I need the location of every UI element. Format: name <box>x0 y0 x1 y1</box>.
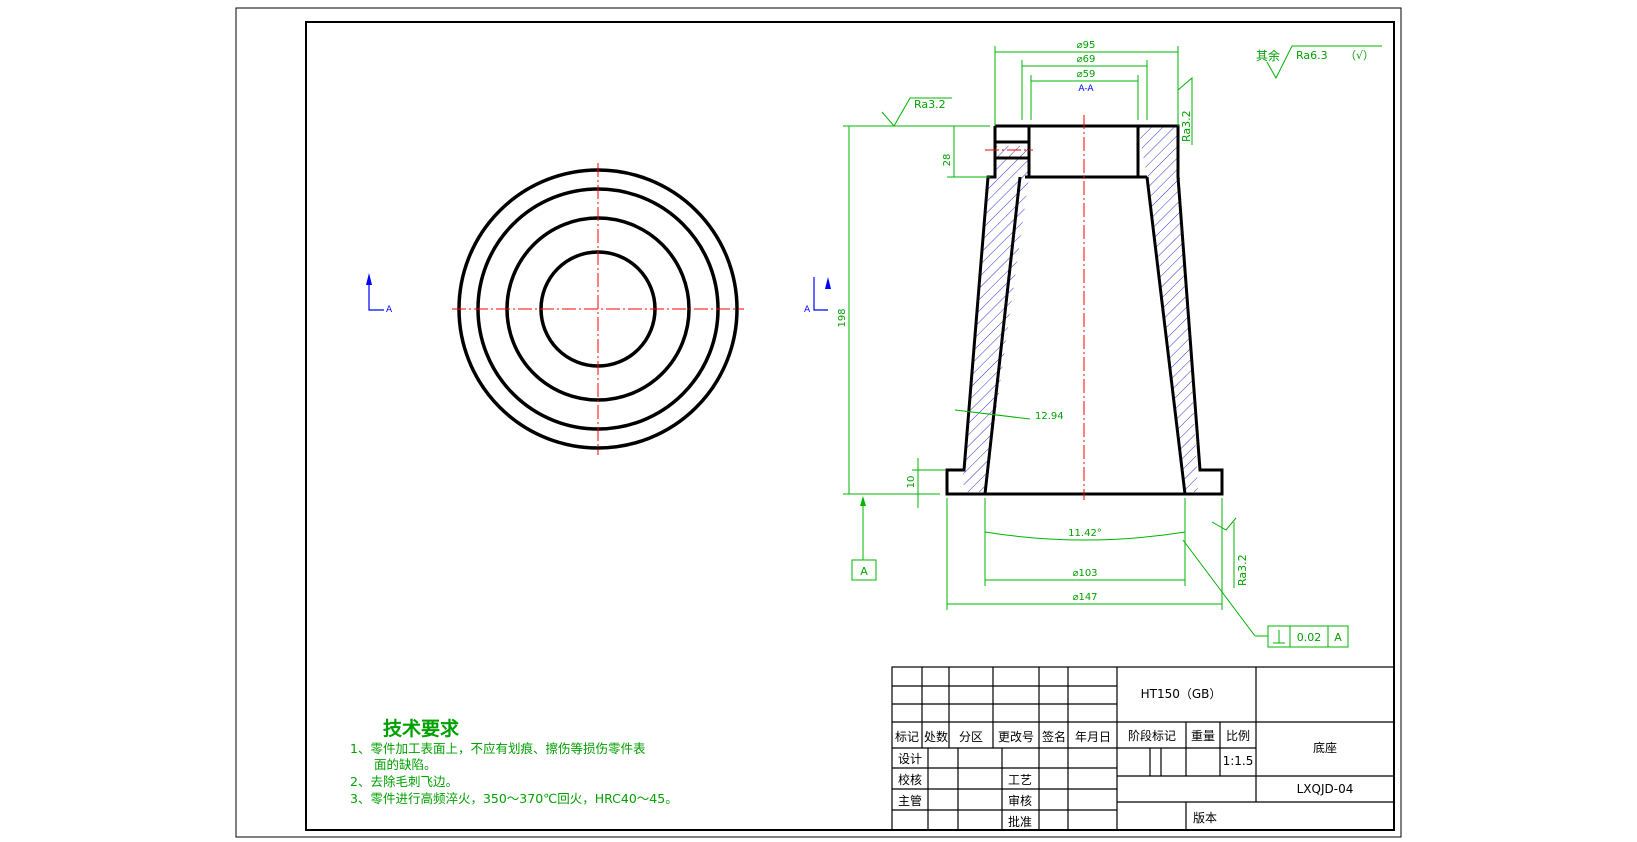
svg-text:设计: 设计 <box>898 752 922 766</box>
right-wall-hatch <box>1147 177 1198 492</box>
svg-text:比例: 比例 <box>1226 729 1250 743</box>
svg-text:0.02: 0.02 <box>1297 631 1322 644</box>
dim-d95: ⌀95 <box>1077 40 1096 51</box>
svg-text:年月日: 年月日 <box>1075 730 1111 744</box>
dim-angle: 11.42° <box>1068 528 1102 539</box>
dim-wall: 12.94 <box>1035 411 1064 422</box>
perpendicularity-frame: 0.02 A <box>1182 539 1349 648</box>
section-mark-left: A <box>366 273 393 315</box>
outer-border <box>235 7 1402 838</box>
svg-text:审核: 审核 <box>1008 793 1032 808</box>
part-name: 底座 <box>1313 740 1337 755</box>
left-wall-hatch <box>963 177 1029 492</box>
section-view <box>945 115 1224 500</box>
svg-text:Ra3.2: Ra3.2 <box>1236 554 1249 586</box>
dim-d69: ⌀69 <box>1077 54 1096 65</box>
svg-text:签名: 签名 <box>1042 729 1066 744</box>
svg-text:Ra6.3: Ra6.3 <box>1296 49 1328 62</box>
top-right-hatch <box>1138 126 1178 177</box>
svg-text:工艺: 工艺 <box>1008 773 1032 787</box>
svg-text:2、去除毛刺飞边。: 2、去除毛刺飞边。 <box>350 774 458 789</box>
tech-title: 技术要求 <box>383 717 460 740</box>
section-label: A-A <box>1078 84 1094 94</box>
svg-text:分区: 分区 <box>959 730 983 744</box>
svg-text:A: A <box>386 305 393 315</box>
inner-frame <box>305 21 1395 831</box>
svg-text:更改号: 更改号 <box>998 730 1034 744</box>
svg-text:批准: 批准 <box>1008 814 1032 829</box>
section-mark-right: A <box>804 277 831 315</box>
svg-text:重量: 重量 <box>1191 729 1215 743</box>
dim-d59: ⌀59 <box>1077 69 1096 80</box>
svg-text:A: A <box>1334 631 1342 644</box>
dim-10: 10 <box>906 476 917 489</box>
svg-text:处数: 处数 <box>924 729 948 744</box>
dimensions: ⌀95 ⌀69 ⌀59 A-A 198 28 10 12.94 11.42° <box>837 40 1223 610</box>
title-block-text: HT150（GB） 底座 LXQJD-04 1:1.5 标记 处数 分区 更改号… <box>895 687 1353 829</box>
svg-text:3、零件进行高频淬火，350～370℃回火，HRC40～45: 3、零件进行高频淬火，350～370℃回火，HRC40～45。 <box>350 791 678 806</box>
dim-198: 198 <box>837 308 848 327</box>
scale: 1:1.5 <box>1223 754 1254 768</box>
datum: A <box>851 496 877 581</box>
svg-text:主管: 主管 <box>898 793 922 808</box>
svg-text:阶段标记: 阶段标记 <box>1128 728 1176 743</box>
dim-28: 28 <box>942 154 953 167</box>
dim-d147: ⌀147 <box>1072 592 1097 603</box>
svg-text:A: A <box>804 305 811 315</box>
svg-text:1、零件加工表面上，不应有划痕、擦伤等损伤零件表: 1、零件加工表面上，不应有划痕、擦伤等损伤零件表 <box>350 741 646 756</box>
svg-text:版本: 版本 <box>1193 811 1217 825</box>
svg-text:面的缺陷。: 面的缺陷。 <box>374 757 437 772</box>
dim-d103: ⌀103 <box>1072 568 1097 579</box>
svg-text:（√）: （√） <box>1345 49 1374 62</box>
surface-finish: 其余 Ra6.3 （√） Ra3.2 Ra3.2 Ra3.2 <box>881 45 1382 588</box>
svg-text:A: A <box>860 565 868 578</box>
top-left-hatch <box>996 146 1029 177</box>
svg-text:校核: 校核 <box>898 772 922 787</box>
svg-text:其余: 其余 <box>1256 48 1280 63</box>
material: HT150（GB） <box>1141 687 1222 701</box>
title-block <box>891 666 1395 831</box>
drawing-number: LXQJD-04 <box>1297 782 1354 796</box>
tech-requirements: 技术要求 1、零件加工表面上，不应有划痕、擦伤等损伤零件表 面的缺陷。 2、去除… <box>350 717 678 806</box>
svg-text:Ra3.2: Ra3.2 <box>1180 110 1193 142</box>
svg-text:Ra3.2: Ra3.2 <box>914 98 946 111</box>
svg-text:标记: 标记 <box>895 730 919 744</box>
top-view <box>452 163 744 455</box>
